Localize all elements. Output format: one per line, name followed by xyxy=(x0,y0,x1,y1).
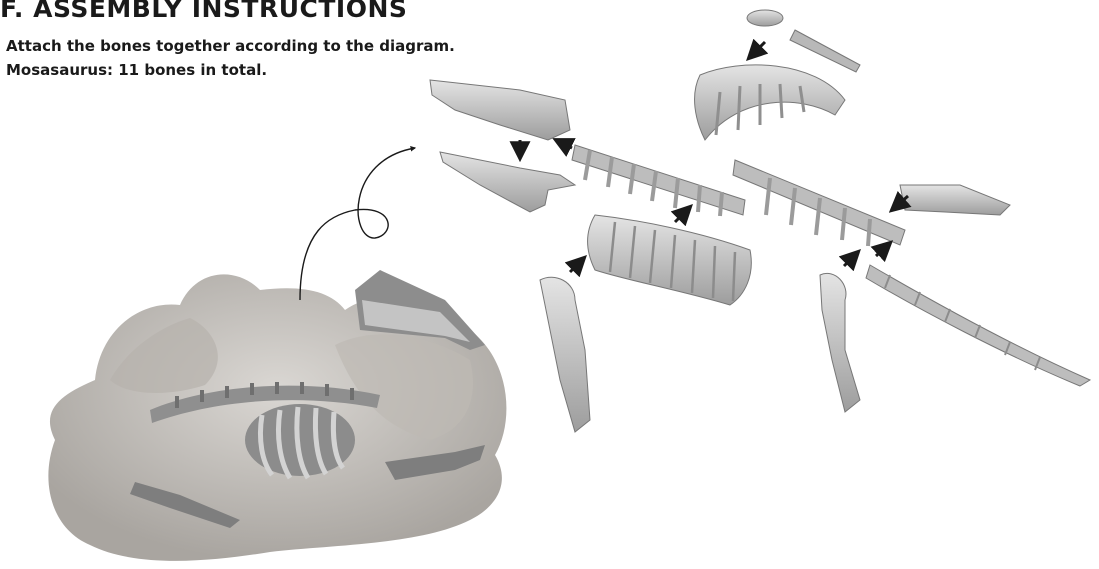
arrow-rear-flipper-to-spine xyxy=(844,252,858,266)
exploded-skeleton xyxy=(430,10,1090,432)
arrow-flipper-to-ribcage xyxy=(570,258,584,272)
excavation-block xyxy=(48,270,506,561)
arrow-tail-to-spine xyxy=(876,243,890,256)
small-bone-cap xyxy=(747,10,783,26)
arrow-spine-to-skull xyxy=(556,140,572,148)
small-tail-bone xyxy=(790,30,860,72)
skull-part xyxy=(430,80,570,140)
tail xyxy=(866,265,1090,386)
dig-direction-arrow xyxy=(300,148,415,300)
arrow-cap-to-chest xyxy=(749,42,765,58)
rear-flipper xyxy=(820,273,860,412)
hip-bone xyxy=(900,185,1010,215)
front-flipper xyxy=(540,277,590,432)
arrow-ribcage-to-spine xyxy=(675,207,690,222)
jaw-part xyxy=(440,152,575,212)
